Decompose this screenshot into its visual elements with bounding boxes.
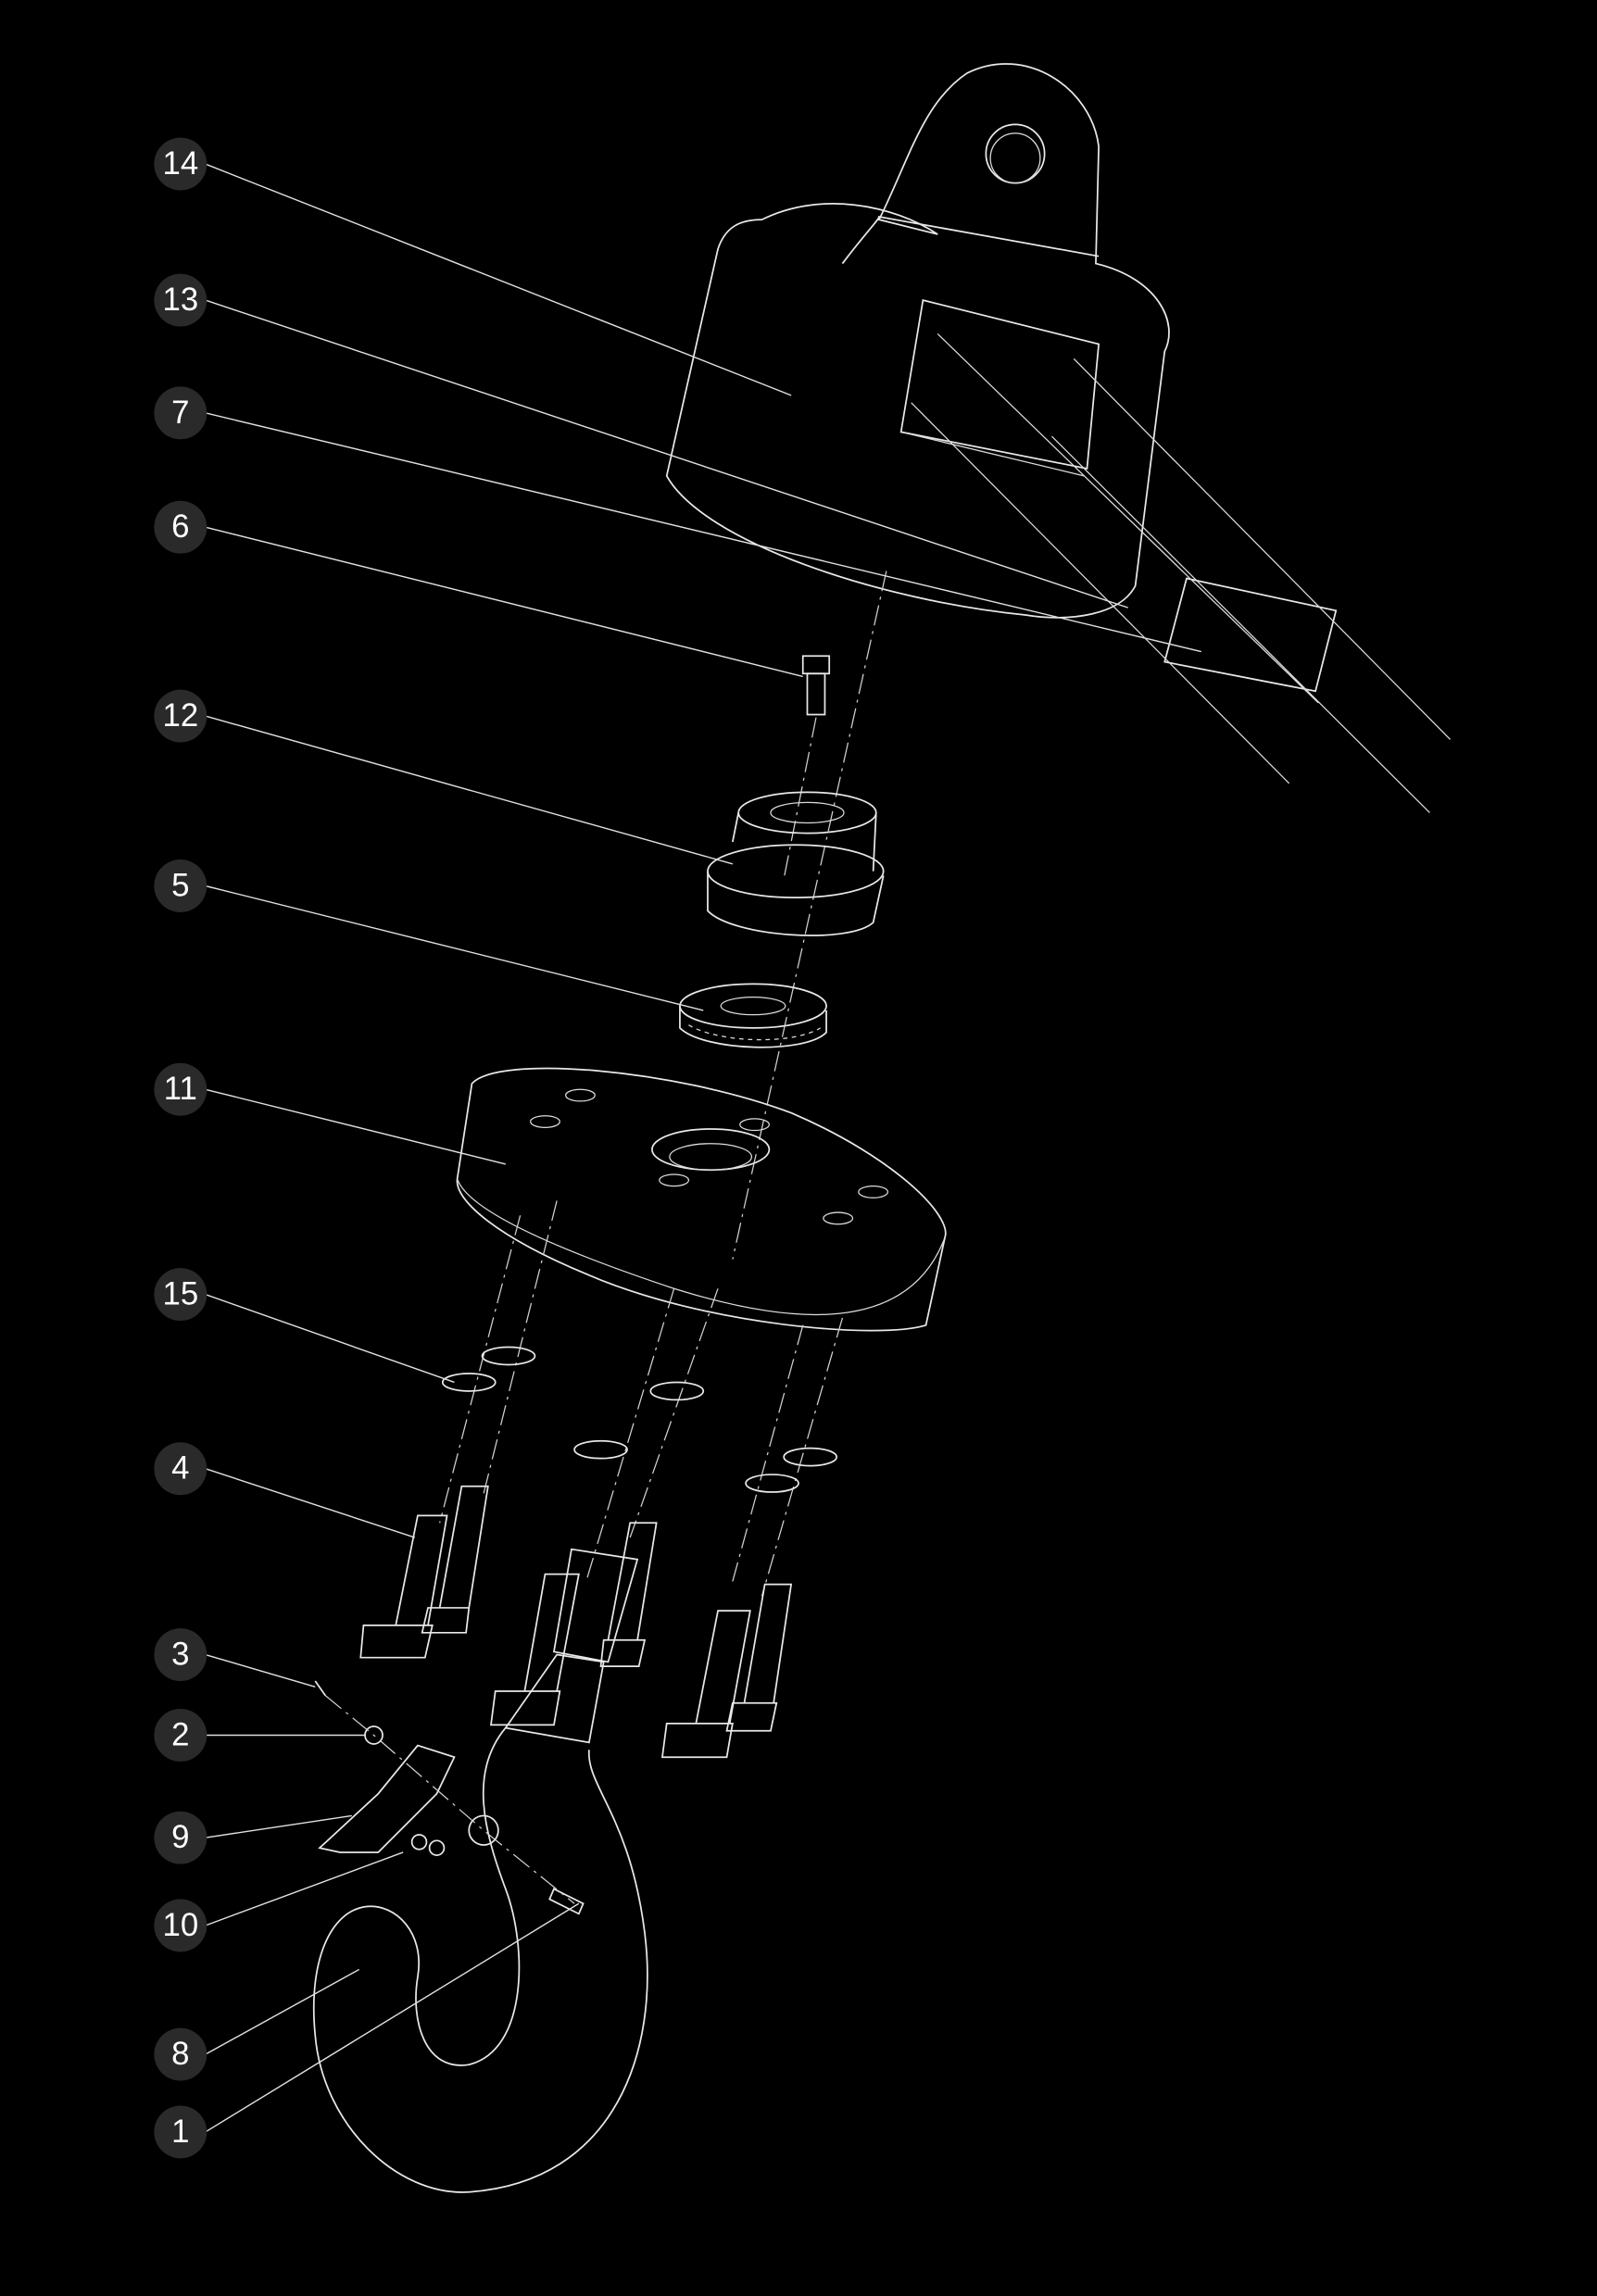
leader-lines	[205, 163, 1201, 2133]
callout-11: 11	[154, 1062, 207, 1116]
callout-label: 5	[171, 869, 189, 904]
callout-9: 9	[154, 1811, 207, 1864]
callout-label: 10	[162, 1908, 198, 1943]
callout-14: 14	[154, 137, 207, 191]
part-11-flange	[456, 1067, 947, 1332]
callout-label: 9	[171, 1820, 189, 1855]
part-15-washers	[439, 1200, 844, 1597]
callout-5: 5	[154, 859, 207, 912]
callout-8: 8	[154, 2027, 207, 2081]
part-5-bearing	[679, 983, 827, 1048]
part-14-housing	[665, 63, 1170, 619]
part-13-plate	[911, 333, 1451, 813]
callout-label: 15	[162, 1277, 198, 1312]
callout-7: 7	[154, 386, 207, 440]
part-9-latch	[314, 1680, 585, 1915]
callout-2: 2	[154, 1709, 207, 1762]
part-4-bolts	[359, 1485, 793, 1759]
callout-label: 13	[162, 282, 198, 318]
callout-6: 6	[154, 500, 207, 554]
callout-label: 11	[164, 1072, 197, 1107]
callout-label: 3	[171, 1637, 189, 1673]
part-6-screw	[783, 655, 831, 879]
callout-label: 1	[171, 2114, 189, 2150]
part-12-bushing	[707, 791, 885, 936]
callout-label: 14	[162, 146, 198, 182]
callout-label: 12	[162, 698, 198, 734]
callout-label: 8	[171, 2037, 189, 2072]
callout-4: 4	[154, 1442, 207, 1496]
callout-1: 1	[154, 2105, 207, 2159]
callout-15: 15	[154, 1268, 207, 1322]
part-1-pin	[548, 1888, 585, 1915]
callout-label: 2	[171, 1717, 189, 1752]
callout-13: 13	[154, 273, 207, 327]
callout-label: 4	[171, 1451, 189, 1487]
callout-10: 10	[154, 1899, 207, 1952]
callout-12: 12	[154, 689, 207, 743]
centerline	[732, 571, 887, 1260]
part-3-pin	[314, 1680, 327, 1697]
callout-3: 3	[154, 1628, 207, 1681]
callout-label: 6	[171, 509, 189, 545]
callout-label: 7	[171, 395, 189, 431]
part-8-hook	[312, 1548, 648, 2193]
part-10-spring	[410, 1834, 428, 1851]
